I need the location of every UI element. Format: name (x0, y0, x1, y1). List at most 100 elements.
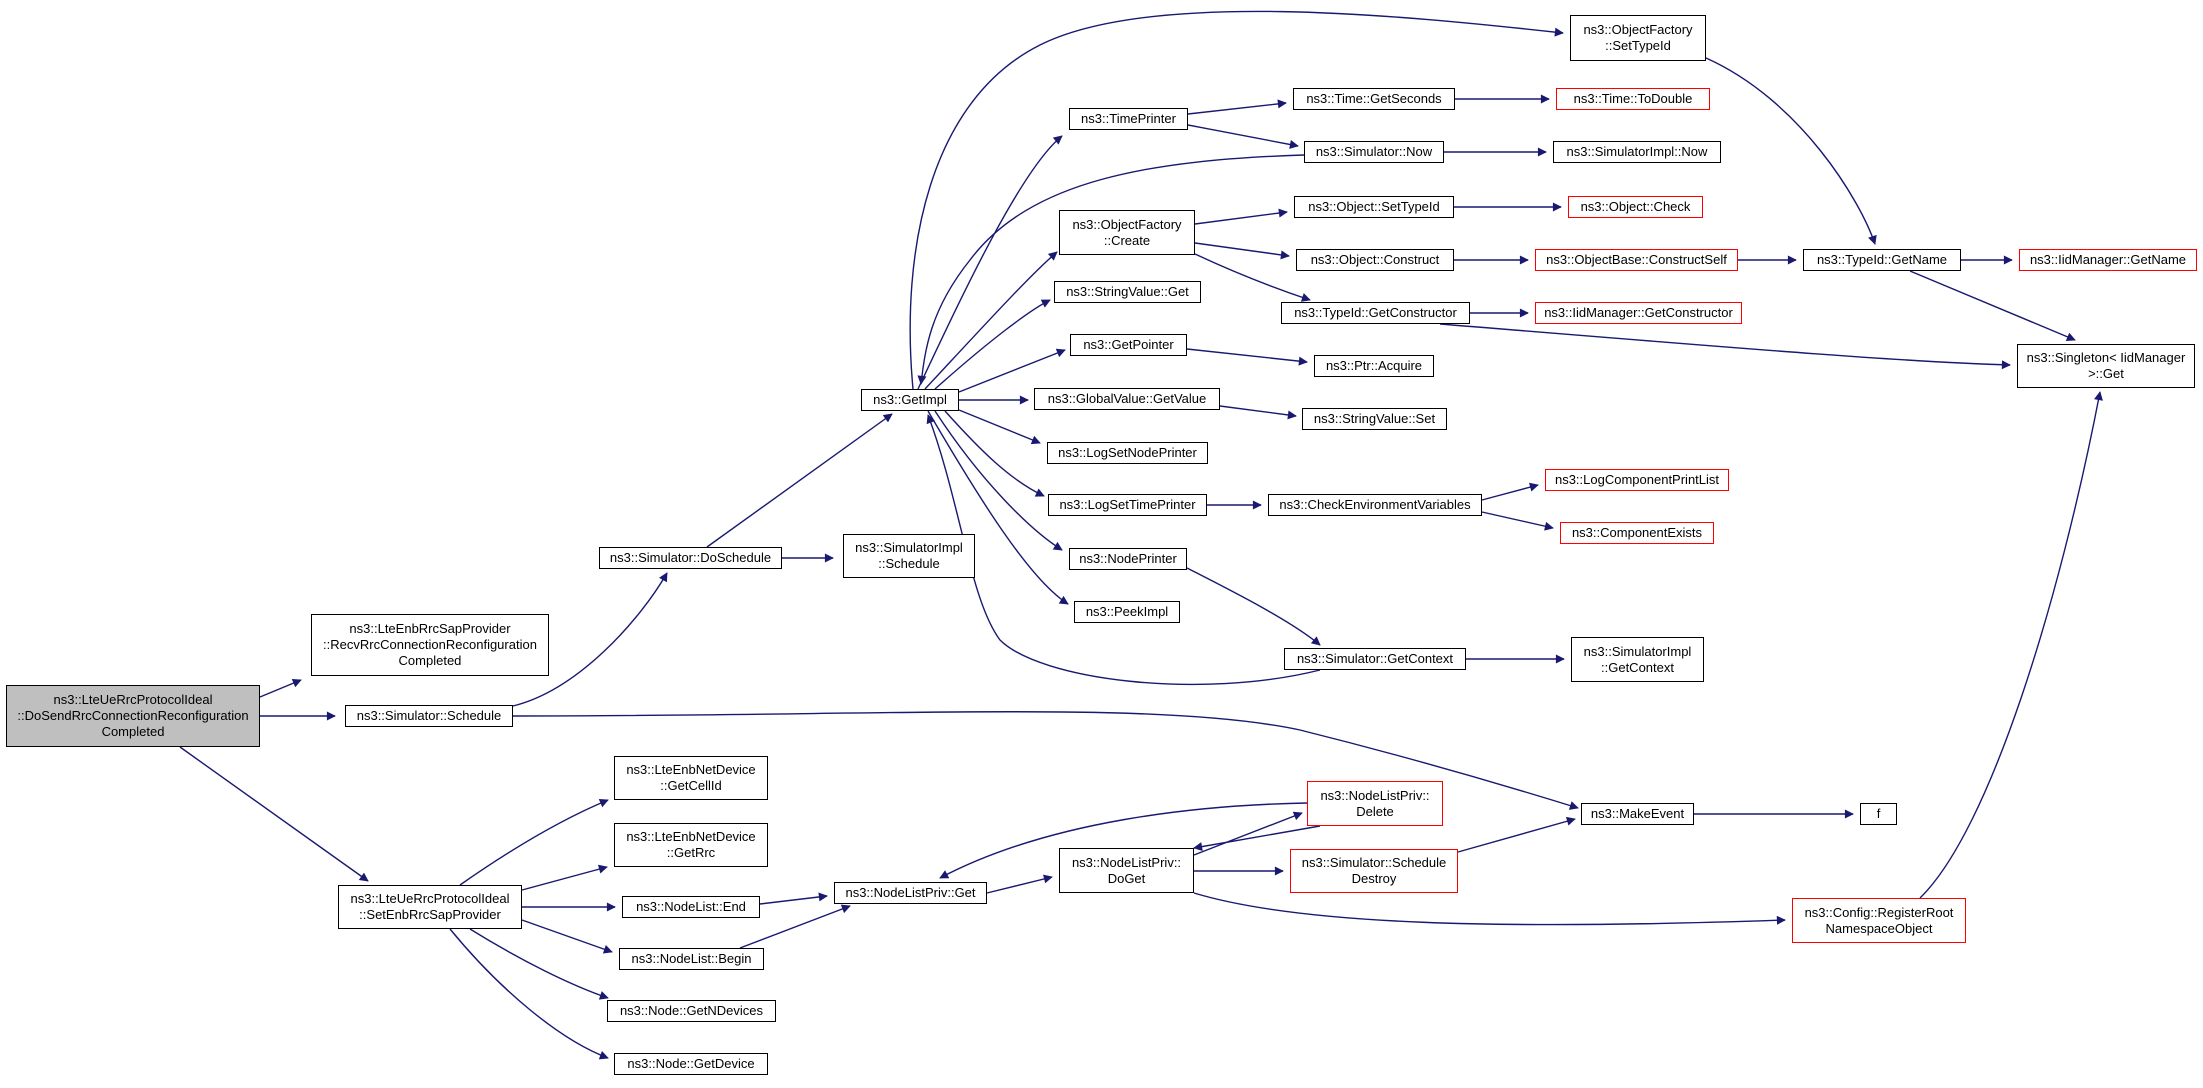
node-config-register[interactable]: ns3::Config::RegisterRoot NamespaceObjec… (1792, 898, 1966, 943)
node-componentexists[interactable]: ns3::ComponentExists (1560, 522, 1714, 544)
node-f[interactable]: f (1860, 803, 1897, 825)
node-of-create[interactable]: ns3::ObjectFactory ::Create (1059, 210, 1195, 255)
node-nlp-delete[interactable]: ns3::NodeListPriv:: Delete (1307, 781, 1443, 826)
node-getcellid-label: ns3::LteEnbNetDevice ::GetCellId (626, 762, 756, 793)
node-getdevice[interactable]: ns3::Node::GetDevice (614, 1053, 768, 1075)
edge-doschedule-to-getimpl (706, 413, 893, 548)
node-getpointer[interactable]: ns3::GetPointer (1070, 334, 1187, 356)
node-time-getseconds-label: ns3::Time::GetSeconds (1306, 91, 1442, 106)
edge-setenb-to-getndevices (469, 928, 609, 1000)
node-peekimpl[interactable]: ns3::PeekImpl (1074, 601, 1180, 623)
edge-scheduledestroy-to-makeevent (1457, 816, 1576, 853)
edge-nodelist-begin-to-nlp-get (739, 904, 851, 949)
node-sim-getcontext[interactable]: ns3::Simulator::GetContext (1284, 648, 1466, 670)
node-nlp-delete-label: ns3::NodeListPriv:: Delete (1320, 787, 1430, 819)
node-peekimpl-label: ns3::PeekImpl (1085, 604, 1169, 619)
node-simimpl-schedule[interactable]: ns3::SimulatorImpl ::Schedule (843, 534, 975, 578)
node-of-settypeid[interactable]: ns3::ObjectFactory ::SetTypeId (1570, 15, 1706, 61)
node-f-label: f (1876, 806, 1881, 821)
node-simimpl-getcontext-label: ns3::SimulatorImpl ::GetContext (1583, 643, 1692, 675)
node-stringvalue-set[interactable]: ns3::StringValue::Set (1302, 408, 1447, 430)
node-timeprinter[interactable]: ns3::TimePrinter (1069, 108, 1188, 130)
node-sim-now[interactable]: ns3::Simulator::Now (1304, 141, 1444, 163)
node-typeid-getname[interactable]: ns3::TypeId::GetName (1803, 249, 1961, 271)
node-obj-settypeid[interactable]: ns3::Object::SetTypeId (1294, 196, 1454, 218)
node-getrrc[interactable]: ns3::LteEnbNetDevice ::GetRrc (614, 823, 768, 867)
node-obj-check[interactable]: ns3::Object::Check (1568, 196, 1703, 218)
edge-setenb-to-getrrc (521, 864, 608, 891)
node-nlp-get[interactable]: ns3::NodeListPriv::Get (834, 882, 987, 904)
node-simimpl-schedule-label: ns3::SimulatorImpl ::Schedule (855, 540, 963, 571)
node-nlp-doget-label: ns3::NodeListPriv:: DoGet (1071, 854, 1182, 886)
node-timeprinter-label: ns3::TimePrinter (1081, 111, 1176, 126)
edge-of-create-to-obj-construct (1194, 242, 1290, 260)
edge-nodelist-end-to-nlp-get (759, 892, 828, 905)
node-nlp-doget[interactable]: ns3::NodeListPriv:: DoGet (1059, 848, 1194, 893)
edge-getimpl-to-timeprinter (917, 135, 1063, 390)
node-ptr-acquire[interactable]: ns3::Ptr::Acquire (1314, 355, 1434, 377)
edge-root-to-setenb (179, 746, 369, 882)
node-recv-label: ns3::LteEnbRrcSapProvider ::RecvRrcConne… (323, 621, 537, 668)
node-of-settypeid-label: ns3::ObjectFactory ::SetTypeId (1583, 22, 1693, 53)
node-obj-construct[interactable]: ns3::Object::Construct (1296, 249, 1454, 271)
node-singleton-get[interactable]: ns3::Singleton< IidManager >::Get (2017, 344, 2195, 388)
edge-nlp-delete-to-nlp-doget (1193, 825, 1321, 852)
node-nodeprinter-label: ns3::NodePrinter (1079, 551, 1177, 566)
node-getrrc-label: ns3::LteEnbNetDevice ::GetRrc (626, 829, 756, 860)
node-iid-getconstructor-label: ns3::IidManager::GetConstructor (1544, 305, 1733, 320)
edge-getimpl-to-logsetnodeprinter (958, 409, 1041, 445)
node-nodeprinter[interactable]: ns3::NodePrinter (1069, 548, 1187, 570)
node-getcellid[interactable]: ns3::LteEnbNetDevice ::GetCellId (614, 756, 768, 800)
node-makeevent[interactable]: ns3::MakeEvent (1581, 803, 1694, 825)
node-nodelist-begin[interactable]: ns3::NodeList::Begin (619, 948, 764, 970)
node-sim-scheduledestroy[interactable]: ns3::Simulator::Schedule Destroy (1290, 849, 1458, 893)
edge-typeid-getconstructor-to-singleton (1439, 323, 2011, 370)
node-schedule[interactable]: ns3::Simulator::Schedule (345, 705, 513, 727)
edge-getimpl-to-logsettimeprinter (944, 410, 1045, 497)
node-sim-getcontext-label: ns3::Simulator::GetContext (1296, 651, 1454, 666)
node-getimpl[interactable]: ns3::GetImpl (861, 389, 959, 411)
node-iid-getconstructor[interactable]: ns3::IidManager::GetConstructor (1535, 302, 1742, 324)
node-gv-getvalue-label: ns3::GlobalValue::GetValue (1047, 391, 1207, 406)
node-logsetnodeprinter[interactable]: ns3::LogSetNodePrinter (1047, 442, 1208, 464)
node-logsetnodeprinter-label: ns3::LogSetNodePrinter (1058, 445, 1197, 460)
node-getdevice-label: ns3::Node::GetDevice (627, 1056, 755, 1071)
node-nodelist-end-label: ns3::NodeList::End (636, 899, 746, 914)
node-nodelist-end[interactable]: ns3::NodeList::End (622, 896, 760, 918)
node-getpointer-label: ns3::GetPointer (1083, 337, 1174, 352)
node-sim-now-label: ns3::Simulator::Now (1315, 144, 1433, 159)
node-simimpl-getcontext[interactable]: ns3::SimulatorImpl ::GetContext (1571, 637, 1704, 682)
edge-nodeprinter-to-sim-getcontext (1186, 567, 1321, 646)
node-ob-constructself[interactable]: ns3::ObjectBase::ConstructSelf (1535, 249, 1738, 271)
node-time-todouble[interactable]: ns3::Time::ToDouble (1556, 88, 1710, 110)
node-time-getseconds[interactable]: ns3::Time::GetSeconds (1293, 88, 1455, 110)
node-ob-constructself-label: ns3::ObjectBase::ConstructSelf (1546, 252, 1727, 267)
node-logsettimeprinter[interactable]: ns3::LogSetTimePrinter (1048, 494, 1207, 516)
edge-getimpl-to-of-settypeid (909, 10, 1564, 390)
edge-nlp-get-to-nlp-doget (986, 874, 1053, 894)
node-iid-getname[interactable]: ns3::IidManager::GetName (2019, 249, 2197, 271)
node-doschedule[interactable]: ns3::Simulator::DoSchedule (599, 547, 782, 569)
edge-schedule-to-makeevent (512, 711, 1579, 810)
node-schedule-label: ns3::Simulator::Schedule (356, 708, 502, 723)
node-setenb[interactable]: ns3::LteUeRrcProtocolIdeal ::SetEnbRrcSa… (338, 885, 522, 929)
node-simimpl-now[interactable]: ns3::SimulatorImpl::Now (1553, 141, 1721, 163)
edge-schedule-to-doschedule (512, 572, 668, 707)
edge-getimpl-to-getpointer (958, 348, 1066, 393)
node-root: ns3::LteUeRrcProtocolIdeal ::DoSendRrcCo… (6, 685, 260, 747)
node-checkenv[interactable]: ns3::CheckEnvironmentVariables (1268, 494, 1482, 516)
node-getndevices[interactable]: ns3::Node::GetNDevices (607, 1000, 776, 1022)
node-nodelist-begin-label: ns3::NodeList::Begin (631, 951, 752, 966)
node-logcomponentprintlist[interactable]: ns3::LogComponentPrintList (1545, 469, 1729, 491)
node-simimpl-now-label: ns3::SimulatorImpl::Now (1566, 144, 1708, 159)
edge-gv-getvalue-to-stringvalue-set (1219, 405, 1297, 420)
edge-getimpl-to-peekimpl (927, 410, 1069, 605)
edge-typeid-getname-to-singleton (1909, 270, 2076, 342)
edge-sim-getcontext-to-getimpl (926, 414, 1321, 686)
node-gv-getvalue[interactable]: ns3::GlobalValue::GetValue (1034, 388, 1220, 410)
node-stringvalue-get[interactable]: ns3::StringValue::Get (1054, 281, 1201, 303)
node-iid-getname-label: ns3::IidManager::GetName (2029, 252, 2187, 267)
node-recv[interactable]: ns3::LteEnbRrcSapProvider ::RecvRrcConne… (311, 614, 549, 676)
node-typeid-getconstructor[interactable]: ns3::TypeId::GetConstructor (1281, 302, 1470, 324)
node-getimpl-label: ns3::GetImpl (873, 392, 947, 407)
